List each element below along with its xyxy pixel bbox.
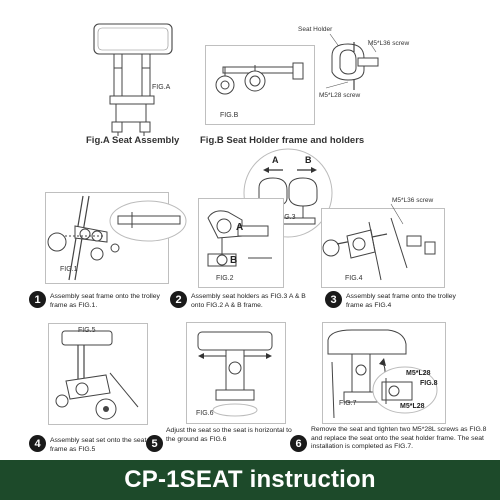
fig1-trolley-drawing bbox=[47, 195, 131, 281]
fig2-frame-drawing bbox=[207, 210, 272, 267]
fig2-label: FIG.2 bbox=[216, 275, 234, 282]
step-3-badge: 3 bbox=[325, 291, 342, 308]
fig-b-label: FIG.B bbox=[220, 112, 239, 119]
seat-holder-detail-drawing bbox=[325, 33, 379, 90]
m5l36-screw-label: M5*L36 screw bbox=[368, 40, 410, 47]
step-2-badge: 2 bbox=[170, 291, 187, 308]
fig1-zoom-drawing bbox=[109, 200, 187, 242]
fig-a-label: FIG.A bbox=[152, 84, 171, 91]
step-1-text: Assembly seat frame onto the trolley fra… bbox=[50, 293, 160, 309]
step-3-text: Assembly seat frame onto the trolley fra… bbox=[346, 293, 456, 309]
footer-banner: CP-1SEAT instruction bbox=[0, 460, 500, 500]
fig2-label-a: A bbox=[236, 222, 244, 233]
step-5-badge: 5 bbox=[146, 435, 163, 452]
fig3-arrow-a: A bbox=[272, 155, 279, 165]
seat-holder-label: Seat Holder bbox=[298, 26, 333, 33]
fig4-label: FIG.4 bbox=[345, 275, 363, 282]
step-1-badge: 1 bbox=[29, 291, 46, 308]
fig5-label: FIG.5 bbox=[78, 327, 96, 334]
fig6-label: FIG.6 bbox=[196, 410, 214, 417]
step-2-text: Assembly seat holders as FIG.3 A & B ont… bbox=[191, 293, 306, 309]
fig1-label: FIG.1 bbox=[60, 266, 78, 273]
fig8-label: FIG.8 bbox=[420, 380, 438, 387]
fig7-completed-drawing bbox=[327, 329, 407, 419]
m5l28-screw-label: M5*L28 screw bbox=[319, 92, 361, 99]
m5l28-top-label: M5*L28 bbox=[406, 370, 431, 377]
step-6-badge: 6 bbox=[290, 435, 307, 452]
fig3-arrow-b: B bbox=[305, 155, 312, 165]
instruction-sheet: FIG.A Fig.A Seat Assembly FIG.B Fig.B Se… bbox=[0, 0, 500, 460]
fig7-label: FIG.7 bbox=[339, 400, 357, 407]
seat-holder-frame-drawing bbox=[215, 62, 304, 95]
step-4-badge: 4 bbox=[29, 435, 46, 452]
fig4-frame bbox=[321, 208, 445, 288]
fig-b-caption: Fig.B Seat Holder frame and holders bbox=[200, 135, 365, 146]
fig-a-caption: Fig.A Seat Assembly bbox=[86, 135, 180, 146]
step-5-text: Adjust the seat so the seat is horizonta… bbox=[166, 427, 292, 443]
seat-assembly-drawing bbox=[93, 23, 173, 136]
fig2-label-b: B bbox=[230, 255, 238, 266]
footer-title: CP-1SEAT instruction bbox=[124, 466, 376, 493]
step-4-text: Assembly seat set onto the seat frame as… bbox=[50, 437, 147, 453]
fig6-adjust-drawing bbox=[197, 331, 273, 417]
step-6-text: Remove the seat and tighten two M5*28L s… bbox=[311, 426, 487, 450]
fig4-trolley-drawing bbox=[322, 203, 436, 281]
m5l28-bottom-label: M5*L28 bbox=[400, 403, 425, 410]
fig3-label: FIG.3 bbox=[278, 214, 296, 221]
fig5-seat-drawing bbox=[55, 330, 139, 420]
fig8-zoom-drawing bbox=[372, 366, 438, 414]
fig4-screw-label: M5*L36 screw bbox=[392, 197, 434, 204]
